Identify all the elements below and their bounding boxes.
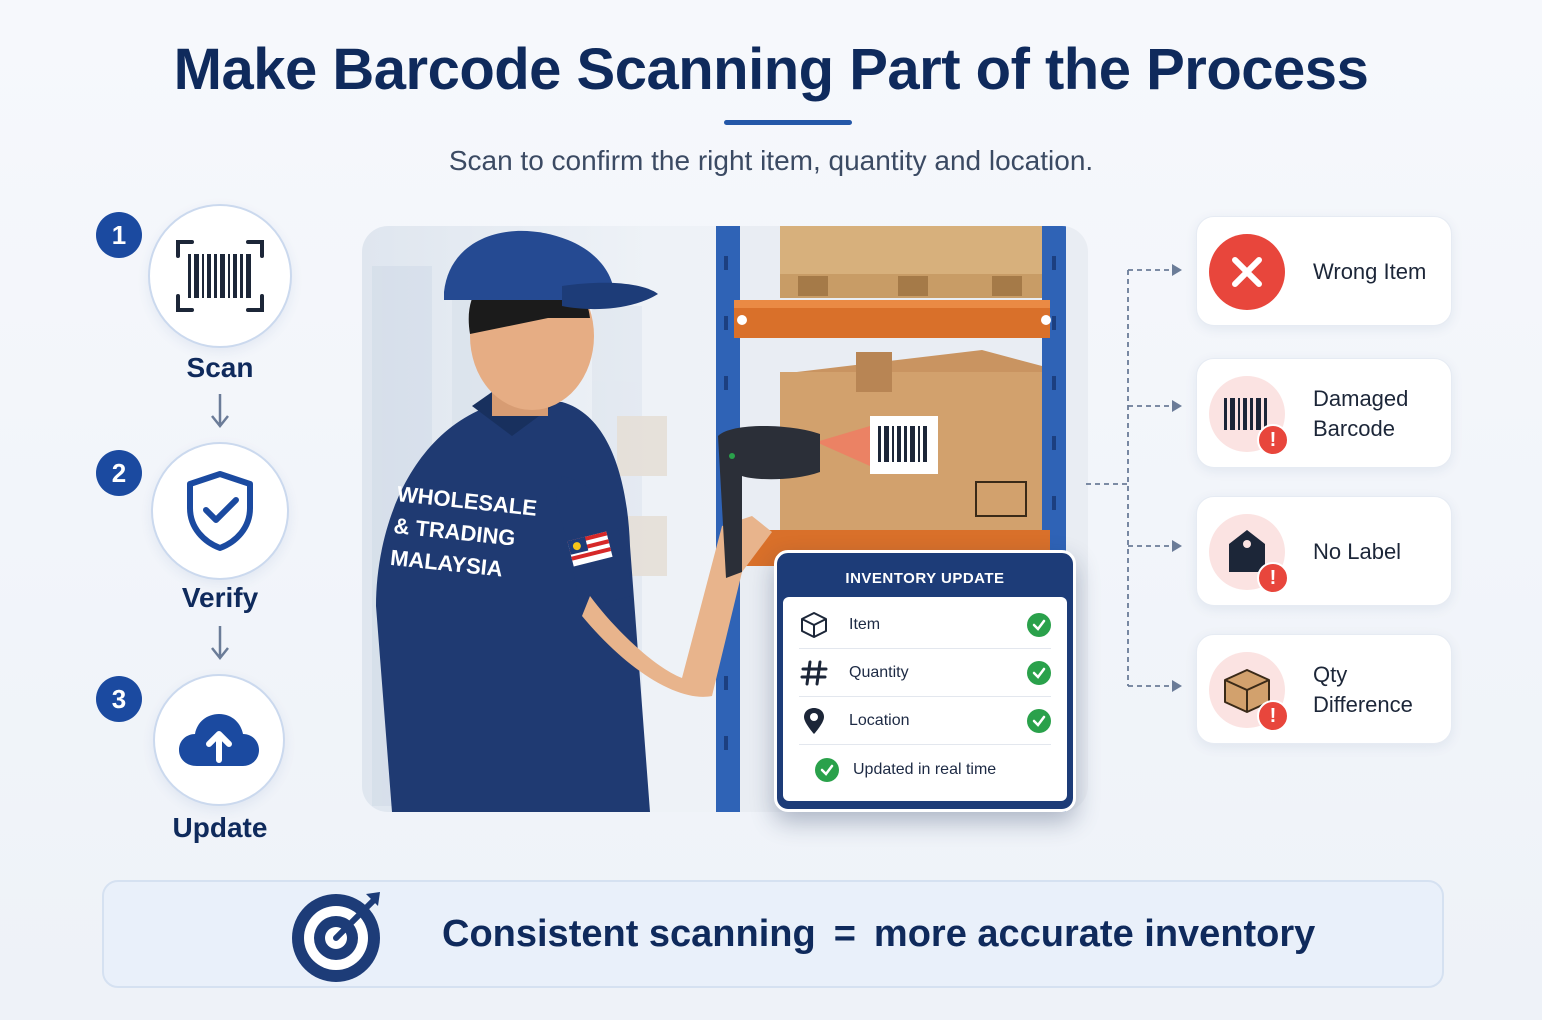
inventory-row-label: Quantity bbox=[849, 663, 909, 681]
warning-badge-icon: ! bbox=[1257, 562, 1289, 594]
box-warning-icon: ! bbox=[1209, 652, 1289, 732]
issue-wrong-item: Wrong Item bbox=[1196, 216, 1452, 326]
warehouse-illustration: WHOLESALE & TRADING MALAYSIA bbox=[372, 226, 1088, 812]
x-circle-icon bbox=[1209, 234, 1285, 310]
target-icon bbox=[292, 892, 380, 982]
warning-badge-icon: ! bbox=[1257, 700, 1289, 732]
inventory-title: INVENTORY UPDATE bbox=[845, 569, 1005, 587]
issue-no-label: ! No Label bbox=[1196, 496, 1452, 606]
barcode-scan-icon bbox=[176, 240, 264, 312]
step-label-update: Update bbox=[172, 812, 268, 843]
issue-qty-difference: ! Qty Difference bbox=[1196, 634, 1452, 744]
step-verify bbox=[151, 442, 289, 580]
arrow-down-icon bbox=[211, 626, 229, 661]
tag-warning-icon: ! bbox=[1209, 514, 1289, 594]
step-number-1: 1 bbox=[96, 212, 142, 258]
step-number-2: 2 bbox=[96, 450, 142, 496]
hash-icon bbox=[800, 660, 828, 685]
inventory-footer: Updated in real time bbox=[799, 745, 1051, 795]
inventory-footer-text: Updated in real time bbox=[853, 761, 997, 778]
inventory-row: Quantity bbox=[799, 649, 1051, 697]
barcode-warning-icon: ! bbox=[1209, 376, 1289, 456]
inventory-row-label: Location bbox=[849, 711, 910, 729]
page-subtitle: Scan to confirm the right item, quantity… bbox=[448, 145, 1094, 176]
banner-right: more accurate inventory bbox=[873, 912, 1316, 955]
inventory-row-label: Item bbox=[849, 615, 881, 633]
issue-damaged-barcode: ! Damaged Barcode bbox=[1196, 358, 1452, 468]
check-icon bbox=[1027, 660, 1051, 685]
check-icon bbox=[815, 758, 839, 782]
issue-label: No Label bbox=[1313, 539, 1402, 565]
connector-lines bbox=[1086, 264, 1182, 692]
banner-text: Consistent scanning = more accurate inve… bbox=[442, 880, 1315, 988]
cloud-upload-icon bbox=[179, 714, 259, 766]
inventory-row: Item bbox=[799, 601, 1051, 649]
step-label-verify: Verify bbox=[181, 582, 259, 613]
location-pin-icon bbox=[804, 707, 824, 734]
title-underline bbox=[724, 120, 852, 125]
step-label-scan: Scan bbox=[186, 352, 254, 383]
warning-badge-icon: ! bbox=[1257, 424, 1289, 456]
step-scan bbox=[148, 204, 292, 348]
inventory-update-card: INVENTORY UPDATE Item Quantity bbox=[774, 550, 1076, 812]
issue-label: Damaged Barcode bbox=[1313, 386, 1409, 441]
box-icon bbox=[801, 611, 827, 638]
inventory-row: Location bbox=[799, 697, 1051, 745]
warehouse-scene: WHOLESALE & TRADING MALAYSIA bbox=[362, 226, 1088, 812]
step-update bbox=[153, 674, 285, 806]
issue-label: Qty Difference bbox=[1313, 662, 1413, 717]
check-icon bbox=[1027, 708, 1051, 733]
banner-equals: = bbox=[833, 912, 856, 955]
banner-left: Consistent scanning bbox=[442, 912, 816, 955]
arrow-down-icon bbox=[211, 394, 229, 429]
issue-label: Wrong Item bbox=[1313, 259, 1427, 285]
check-icon bbox=[1027, 612, 1051, 637]
shield-check-icon bbox=[187, 471, 253, 551]
step-number-3: 3 bbox=[96, 676, 142, 722]
page-title: Make Barcode Scanning Part of the Proces… bbox=[173, 37, 1369, 102]
